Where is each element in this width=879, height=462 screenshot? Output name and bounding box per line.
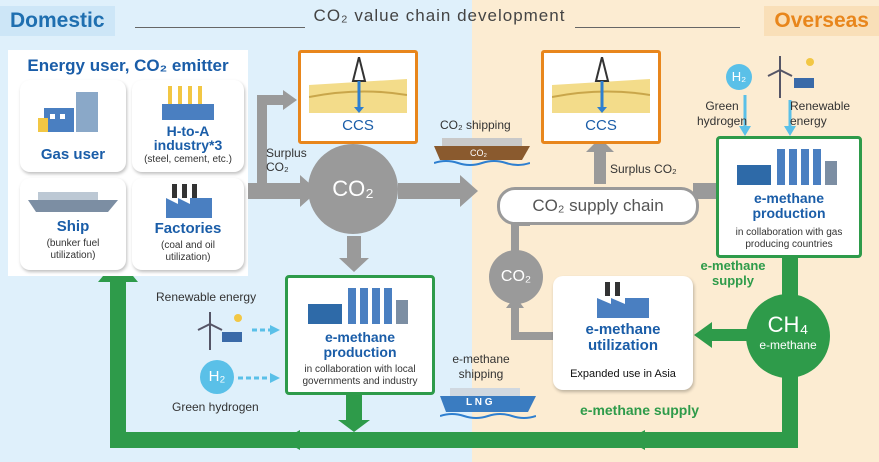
plant-icon xyxy=(737,149,837,185)
emethane-production-right-title: e-methane production xyxy=(752,190,826,221)
factories-sub: (coal and oil utilization) xyxy=(161,240,215,263)
surplus-right-label: Surplus CO₂ xyxy=(610,162,677,176)
utilization-title: e-methane utilization xyxy=(585,321,661,354)
wind-solar-icon xyxy=(767,56,814,98)
emethane-production-left-sub: in collaboration with local governments … xyxy=(302,364,418,387)
ship-label: Ship xyxy=(56,218,90,235)
page-title: CO₂ value chain development xyxy=(313,6,566,25)
co2-small-circle: CO₂ xyxy=(489,250,543,304)
building-icon xyxy=(38,92,98,132)
ship-icon xyxy=(28,192,118,212)
emethane-production-left-box: e-methane production in collaboration wi… xyxy=(285,275,435,395)
wind-solar-icon xyxy=(197,312,242,350)
emethane-production-right-sub: in collaboration with gas producing coun… xyxy=(735,227,843,250)
ch4-circle: CH₄ e-methane xyxy=(746,294,830,378)
factories-card: Factories (coal and oil utilization) xyxy=(132,178,244,270)
surplus-left-label: Surplus CO₂ xyxy=(266,146,307,174)
title-rule-right xyxy=(575,27,740,28)
factory-icon xyxy=(166,184,212,218)
ccs-rig-icon xyxy=(309,57,407,113)
renewable-left-label: Renewable energy xyxy=(156,290,257,304)
co2-ship-icon xyxy=(434,138,530,166)
emethane-utilization-box: e-methane utilization Expanded use in As… xyxy=(553,276,693,390)
emethane-supply-right-label: e-methane supply xyxy=(700,258,766,288)
h-to-a-label: H-to-A industry*3 xyxy=(153,123,223,153)
green-hydrogen-right-label: Green hydrogen xyxy=(696,99,748,128)
utilization-sub: Expanded use in Asia xyxy=(570,368,676,380)
h-to-a-card: H-to-A industry*3 (steel, cement, etc.) xyxy=(132,80,244,172)
ch4-label: e-methane xyxy=(759,338,817,352)
h2-badge-right: H₂ xyxy=(726,64,752,90)
ccs-left-box: CCS xyxy=(298,50,418,144)
co2-main-circle: CO₂ xyxy=(308,144,398,234)
co2-supply-chain-pill: CO₂ supply chain xyxy=(497,187,699,225)
emethane-production-right-box: e-methane production in collaboration wi… xyxy=(716,136,862,258)
ship-cargo-co2: CO₂ xyxy=(470,148,487,158)
ship-sub: (bunker fuel utilization) xyxy=(46,238,100,261)
gas-user-card: Gas user xyxy=(20,80,126,172)
ship-card: Ship (bunker fuel utilization) xyxy=(20,178,126,270)
ccs-right-label: CCS xyxy=(585,117,617,134)
lng-ship-icon xyxy=(440,388,536,419)
factory-icon xyxy=(597,282,649,318)
green-hydrogen-left-label: Green hydrogen xyxy=(172,400,259,414)
plant-icon xyxy=(308,288,408,324)
factories-label: Factories xyxy=(154,220,222,237)
h2-badge-left: H₂ xyxy=(200,360,234,394)
emethane-supply-bottom-label: e-methane supply xyxy=(580,402,700,418)
title-rule-left xyxy=(135,27,305,28)
ccs-rig-icon xyxy=(552,57,650,113)
ch4-formula: CH₄ xyxy=(767,312,809,337)
lng-label: L N G xyxy=(466,397,493,408)
gas-user-label: Gas user xyxy=(40,146,106,163)
ccs-right-box: CCS xyxy=(541,50,661,144)
overseas-label: Overseas xyxy=(764,6,879,36)
emitters-heading: Energy user, CO₂ emitter xyxy=(27,56,229,75)
emethane-production-left-title: e-methane production xyxy=(323,329,397,360)
domestic-label: Domestic xyxy=(0,6,115,36)
co2-shipping-label: CO₂ shipping xyxy=(440,118,511,132)
emethane-shipping-label: e-methane shipping xyxy=(452,352,510,381)
industry-icon xyxy=(162,86,214,120)
renewable-right-label: Renewable energy xyxy=(790,99,851,128)
ccs-left-label: CCS xyxy=(342,117,374,134)
h-to-a-sub: (steel, cement, etc.) xyxy=(144,154,232,165)
